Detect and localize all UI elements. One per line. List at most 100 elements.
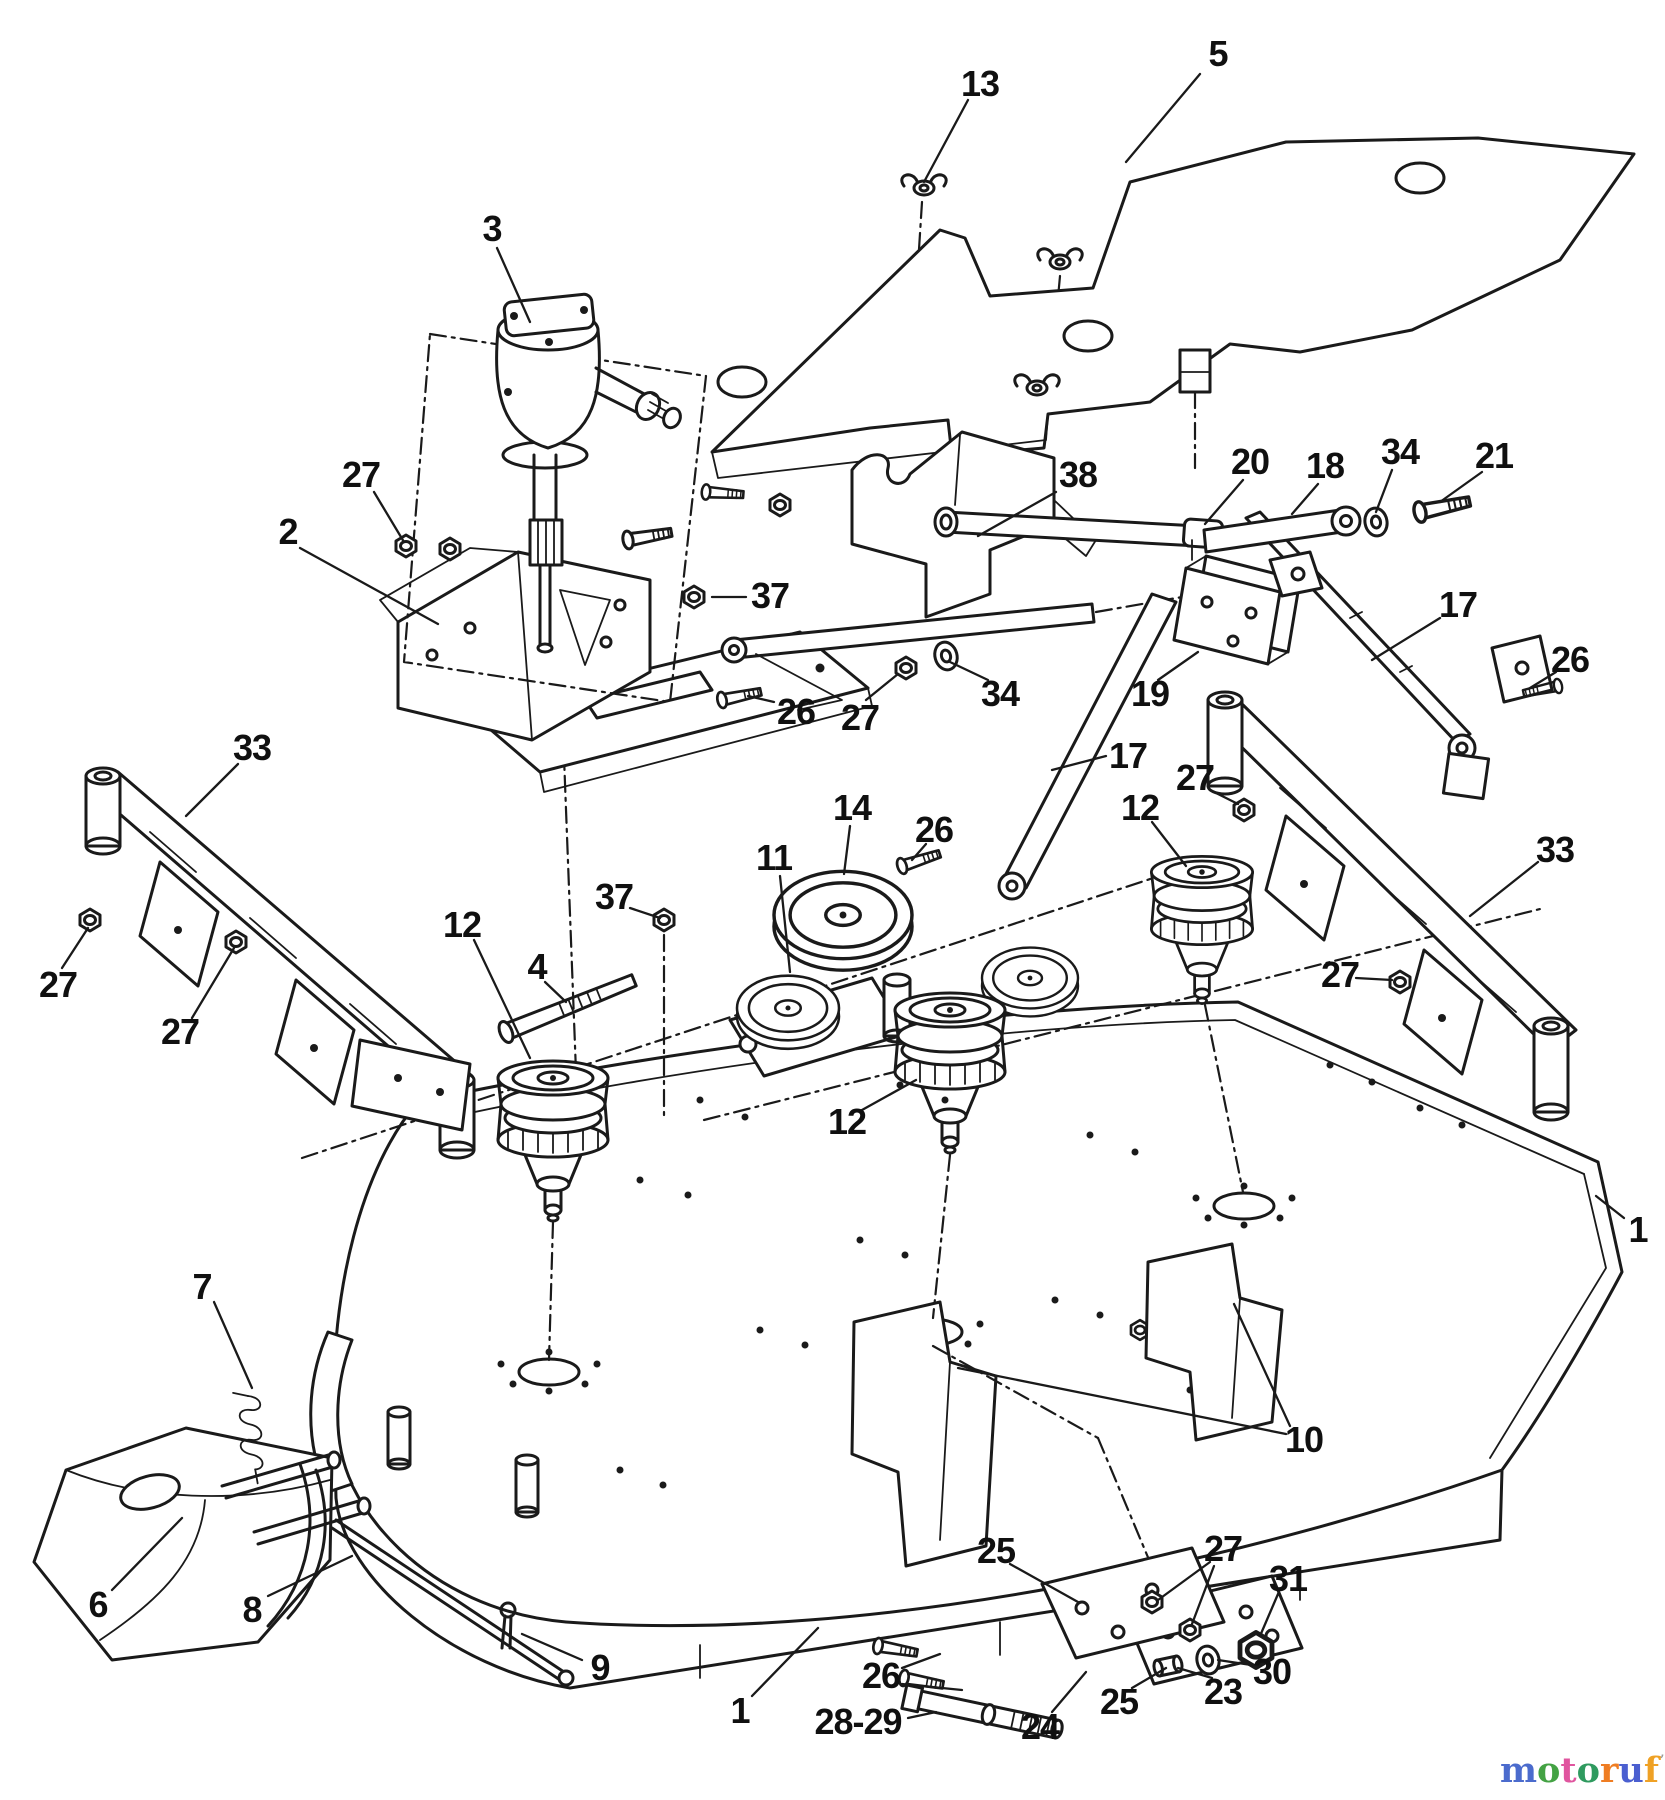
gearbox-mount-bracket xyxy=(379,332,708,742)
part-callout: 8 xyxy=(242,1589,262,1630)
leader-line xyxy=(900,1652,942,1670)
part-callout: 2 xyxy=(278,511,298,552)
leader-line xyxy=(1370,616,1442,662)
carriage-bolt xyxy=(620,521,675,552)
hex-nut-27 xyxy=(78,907,102,933)
leader-line xyxy=(1150,820,1188,868)
part-callout: 7 xyxy=(192,1266,212,1307)
leader-line xyxy=(372,490,406,544)
part-callout: 10 xyxy=(1284,1419,1324,1460)
leader-line xyxy=(948,660,990,682)
part-callout: 12 xyxy=(1120,787,1160,828)
part-callout: 4 xyxy=(527,946,547,987)
chute-spring xyxy=(232,1391,264,1485)
leader-line xyxy=(1130,1666,1168,1690)
mower-deck-shell xyxy=(309,1000,1624,1690)
leader-line xyxy=(60,926,90,970)
watermark-letter: o xyxy=(1537,1750,1561,1791)
hex-nut-27 xyxy=(1140,1589,1164,1615)
leader-lines xyxy=(60,72,1626,1720)
leader-line xyxy=(1156,1560,1212,1602)
hex-nut-27 xyxy=(438,536,462,562)
gearbox-input-shaft xyxy=(594,366,682,430)
part-callout: 27 xyxy=(160,1011,200,1052)
link-rod-upper xyxy=(933,506,1200,548)
leader-line xyxy=(1124,72,1202,164)
discharge-chute xyxy=(32,1426,372,1662)
part-callout: 27 xyxy=(840,697,880,738)
hex-nut-37 xyxy=(682,584,706,610)
leader-line xyxy=(1232,1302,1292,1428)
part-callout: 26 xyxy=(776,691,816,732)
part-callout: 34 xyxy=(980,673,1020,714)
part-callout: 27 xyxy=(1203,1528,1243,1569)
leader-line xyxy=(1008,1562,1080,1604)
part-callout: 1 xyxy=(1628,1209,1648,1250)
gearbox xyxy=(495,292,682,654)
part-callout: 27 xyxy=(341,454,381,495)
watermark-letter: t xyxy=(1560,1750,1577,1791)
leader-line xyxy=(1354,976,1394,982)
rail-link-tab xyxy=(1490,634,1554,704)
rail-bracket xyxy=(1402,948,1484,1076)
leader-line xyxy=(110,1516,184,1592)
part-callout: 27 xyxy=(1175,757,1215,798)
part-callout: 13 xyxy=(960,63,1000,104)
hex-nut-27 xyxy=(894,655,918,681)
leader-line xyxy=(1438,470,1484,504)
watermark-letter: o xyxy=(1576,1750,1600,1791)
leader-line xyxy=(520,1632,584,1662)
part-callout: 26 xyxy=(861,1655,901,1696)
part-callout: 9 xyxy=(590,1647,610,1688)
linkage-cluster xyxy=(933,505,1491,901)
leader-line xyxy=(1374,468,1394,514)
hex-nut-27 xyxy=(224,929,248,955)
washer-34 xyxy=(930,638,962,674)
leader-line xyxy=(1203,478,1245,526)
part-callout: 1 xyxy=(730,1690,750,1731)
leader-line xyxy=(472,938,532,1060)
hex-nut-27 xyxy=(394,533,418,559)
leader-line xyxy=(910,842,928,862)
leader-line xyxy=(266,1554,354,1598)
leader-line xyxy=(1594,1194,1626,1220)
wing-nut-13 xyxy=(1036,247,1084,271)
part-callout: 38 xyxy=(1058,454,1098,495)
leader-line xyxy=(298,546,440,626)
part-callout: 14 xyxy=(832,787,872,828)
part-callout: 37 xyxy=(594,876,634,917)
hanger-link-tab xyxy=(1268,550,1324,598)
part-callout: 37 xyxy=(750,575,790,616)
part-callout: 20 xyxy=(1230,441,1270,482)
idler-pulley-14 xyxy=(772,869,914,972)
leader-line xyxy=(495,246,532,324)
hinge-bolt-21 xyxy=(1410,489,1474,526)
bolt-26 xyxy=(699,482,746,504)
leader-line xyxy=(860,1078,918,1112)
leader-line xyxy=(1176,1666,1214,1680)
part-callout: 18 xyxy=(1305,445,1345,486)
spindle-assembly-12-right xyxy=(1150,854,1254,1005)
part-callout: 31 xyxy=(1268,1558,1308,1599)
leader-line xyxy=(956,1366,1288,1436)
idler-bolt-4 xyxy=(497,973,638,1044)
wing-nut-13 xyxy=(900,173,948,197)
rail-bracket xyxy=(350,1038,472,1132)
part-callout: 17 xyxy=(1438,584,1478,625)
hex-nut-27 xyxy=(1178,1617,1202,1643)
leader-line xyxy=(212,1300,254,1390)
rail-bracket xyxy=(274,978,356,1106)
leader-line xyxy=(628,906,662,920)
leader-line xyxy=(778,874,792,974)
leader-line xyxy=(1290,482,1320,516)
leader-line xyxy=(922,98,970,184)
part-callout: 3 xyxy=(482,208,502,249)
leader-line xyxy=(1528,670,1558,690)
part-callout: 6 xyxy=(88,1584,108,1625)
support-arm-17-mid xyxy=(997,592,1178,901)
pivot-bracket-19 xyxy=(1172,554,1302,666)
watermark-letter: m xyxy=(1500,1750,1538,1791)
leader-line xyxy=(1156,650,1200,682)
leader-line xyxy=(1050,1670,1088,1714)
